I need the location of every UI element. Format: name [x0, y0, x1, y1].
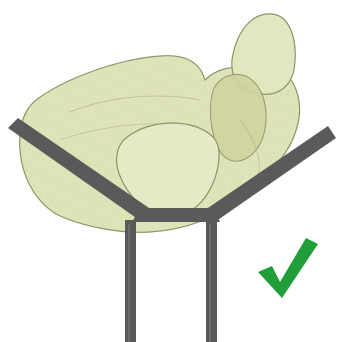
stand-cradle	[132, 208, 220, 222]
bone-fragment	[20, 14, 300, 232]
stand-left-leg	[125, 220, 136, 342]
stand-leg-highlight	[209, 224, 211, 342]
stand-leg-highlight	[128, 224, 130, 342]
stand-right-leg	[206, 220, 217, 342]
checkmark-icon	[258, 238, 318, 298]
